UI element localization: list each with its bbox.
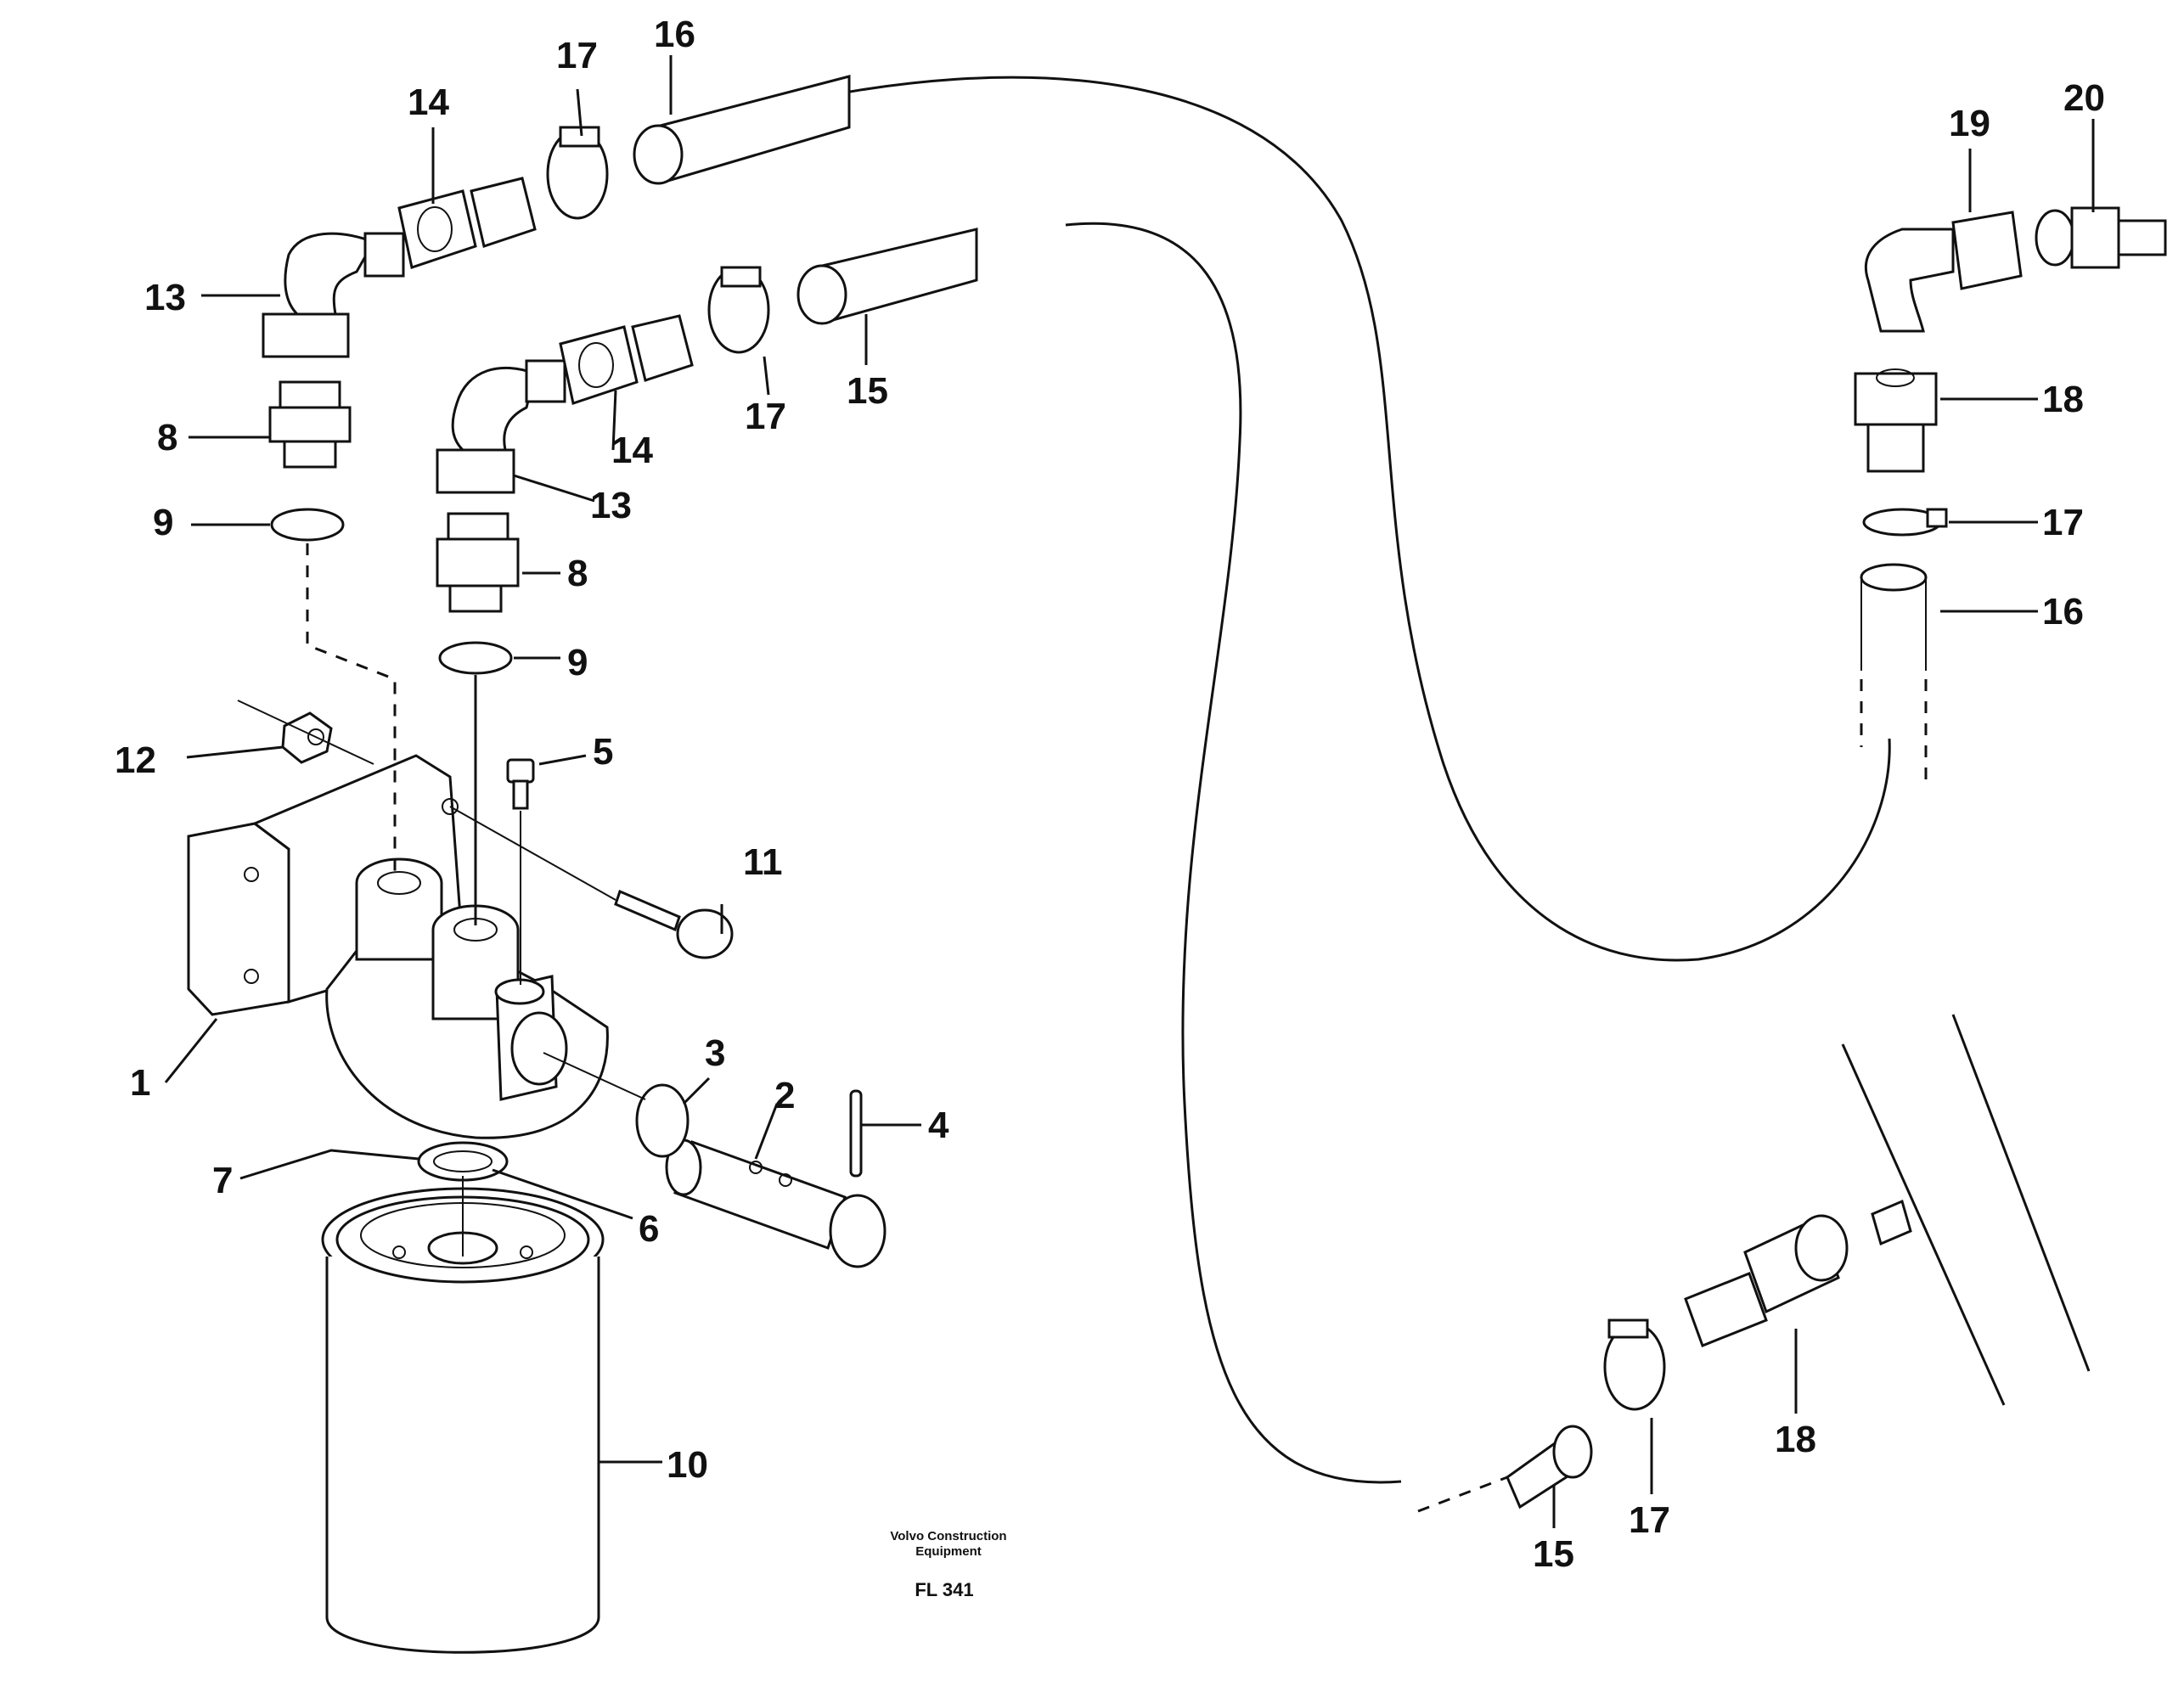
callout-2: 2 <box>774 1075 795 1116</box>
frame-edge-2 <box>1951 1014 2091 1372</box>
callout-4: 4 <box>928 1105 949 1146</box>
callout-20: 20 <box>2063 77 2105 119</box>
callout-8-upper: 8 <box>157 417 177 458</box>
callout-15-mid: 15 <box>847 370 888 412</box>
publisher-line-1: Volvo Construction <box>890 1529 1006 1543</box>
callout-13-mid: 13 <box>590 485 632 526</box>
leader-lines <box>164 55 2095 1528</box>
elbow-mid <box>436 359 566 494</box>
screw <box>506 758 535 810</box>
hose-end-mid <box>796 228 978 325</box>
spring-pin <box>849 1089 863 1178</box>
elbow-right <box>1864 211 2023 333</box>
bolt <box>614 889 734 959</box>
callout-15-lower: 15 <box>1533 1533 1574 1575</box>
callout-9-mid: 9 <box>567 642 588 683</box>
hose-upper-long <box>776 76 1891 962</box>
callout-16-right: 16 <box>2042 591 2084 632</box>
callout-18-lower: 18 <box>1775 1419 1816 1460</box>
adapter-mid <box>436 512 520 613</box>
oil-filter <box>321 1187 605 1654</box>
callout-14-mid: 14 <box>611 430 653 471</box>
gasket-ring <box>417 1141 509 1182</box>
callout-18-right: 18 <box>2042 379 2084 420</box>
clamp-right <box>1862 508 1948 537</box>
union-nut-right <box>1854 368 1938 473</box>
clamp-left-upper <box>546 126 609 220</box>
callout-5: 5 <box>593 731 613 773</box>
nut <box>281 711 333 764</box>
hose-end-lower <box>1417 1425 1593 1513</box>
hose-lower-long <box>1065 222 1402 1484</box>
callout-17-right: 17 <box>2042 502 2084 543</box>
callout-13-upper: 13 <box>144 277 186 318</box>
drawing-caption: Volvo Construction Equipment FL 341 <box>890 1529 1006 1600</box>
callout-6: 6 <box>639 1208 659 1250</box>
callout-3: 3 <box>705 1032 725 1074</box>
callout-1: 1 <box>130 1062 150 1104</box>
clamp-lower <box>1603 1318 1666 1411</box>
filter-head-body <box>325 857 609 1139</box>
adapter-left-upper <box>268 380 352 469</box>
callout-19: 19 <box>1949 103 1990 144</box>
o-ring-piston <box>635 1083 690 1158</box>
callout-17-lower: 17 <box>1629 1499 1670 1541</box>
callout-11: 11 <box>743 841 783 883</box>
callout-7: 7 <box>212 1160 233 1201</box>
o-ring-left-upper <box>270 508 345 542</box>
callout-8-mid: 8 <box>567 553 588 594</box>
union-nut-lower <box>1684 1214 1849 1347</box>
o-ring-mid <box>438 641 513 675</box>
callout-16-upper: 16 <box>654 14 695 55</box>
publisher-line-2: Equipment <box>915 1544 982 1559</box>
adapter-right <box>2035 206 2167 269</box>
callout-labels: 1 2 3 4 5 6 7 8 8 9 9 10 11 12 13 13 14 … <box>115 14 2105 1575</box>
union-nut-left-upper <box>397 177 537 269</box>
clamp-mid <box>707 266 770 354</box>
hose-end-left-upper <box>633 75 851 185</box>
drawing-code: FL 341 <box>915 1579 973 1600</box>
callout-14-upper: 14 <box>408 82 449 123</box>
elbow-left-upper <box>262 232 405 358</box>
callout-17-mid: 17 <box>745 396 786 437</box>
callout-9-upper: 9 <box>153 502 173 543</box>
union-nut-mid <box>559 314 694 405</box>
adapter-lower <box>1871 1199 1912 1246</box>
callout-17-upper: 17 <box>556 35 598 76</box>
frame-edge-1 <box>1841 1043 2006 1406</box>
callout-12: 12 <box>115 739 156 781</box>
hose-end-right <box>1860 563 1928 781</box>
callout-10: 10 <box>667 1444 708 1486</box>
